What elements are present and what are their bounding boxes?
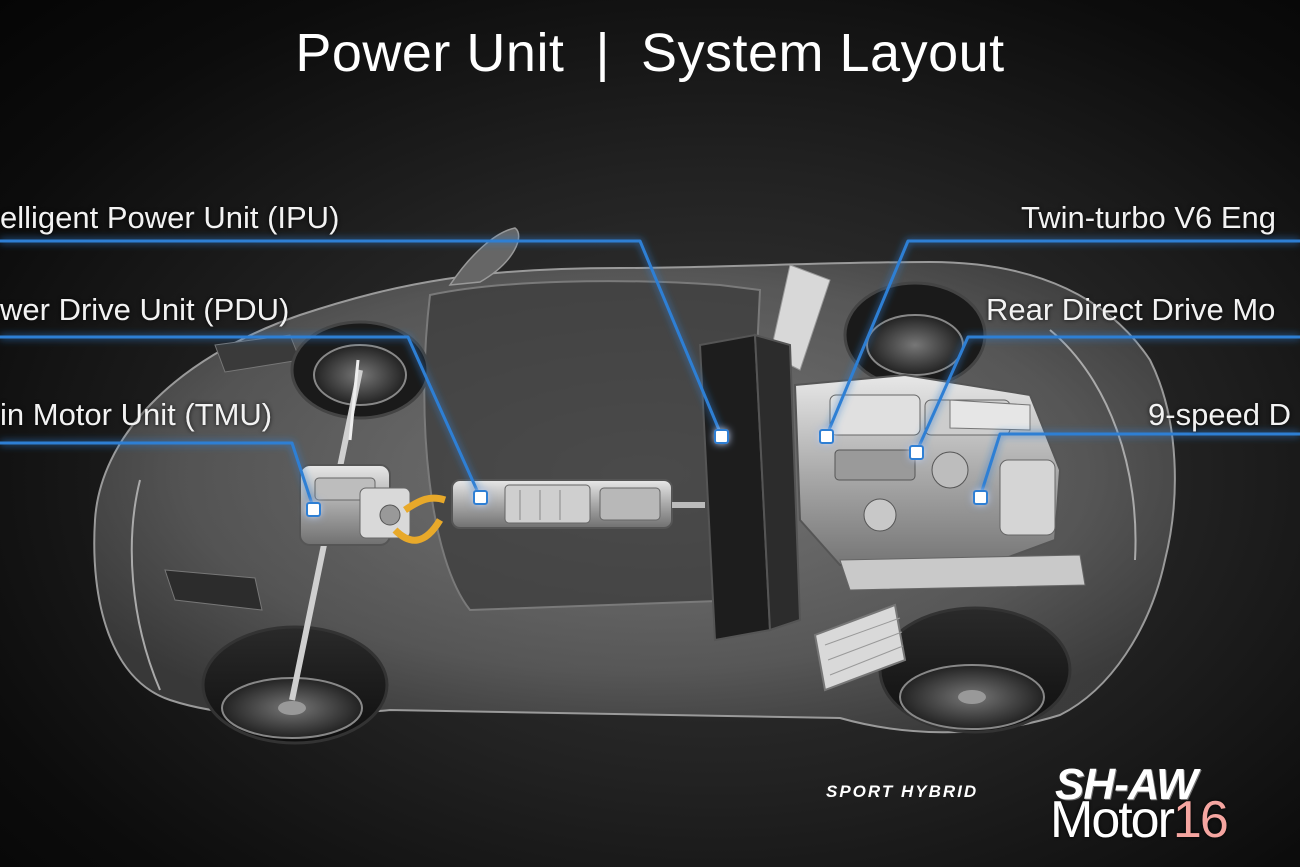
sport-hybrid-tagline: SPORT HYBRID <box>826 782 979 801</box>
transmission-label: 9-speed D <box>1148 397 1292 432</box>
rear-motor-label: Rear Direct Drive Mo <box>986 292 1276 327</box>
pdu-label: wer Drive Unit (PDU) <box>0 292 290 327</box>
rear-left-wheel <box>878 606 1072 734</box>
watermark-number: 16 <box>1172 791 1229 849</box>
slide-title: Power Unit | System Layout <box>295 23 1005 83</box>
watermark-word: Motor <box>1050 791 1175 849</box>
intelligent-power-unit <box>698 333 802 642</box>
motor16-watermark: Motor16 <box>1050 790 1229 850</box>
sh-awd-logo: SH-AW <box>1055 760 1198 809</box>
engine-label: Twin-turbo V6 Eng <box>1021 200 1277 235</box>
rear-right-wheel <box>843 281 987 389</box>
power-drive-unit <box>451 479 705 529</box>
ipu-label: elligent Power Unit (IPU) <box>0 200 340 235</box>
tmu-label: in Motor Unit (TMU) <box>0 397 273 432</box>
intercooler <box>813 603 907 692</box>
